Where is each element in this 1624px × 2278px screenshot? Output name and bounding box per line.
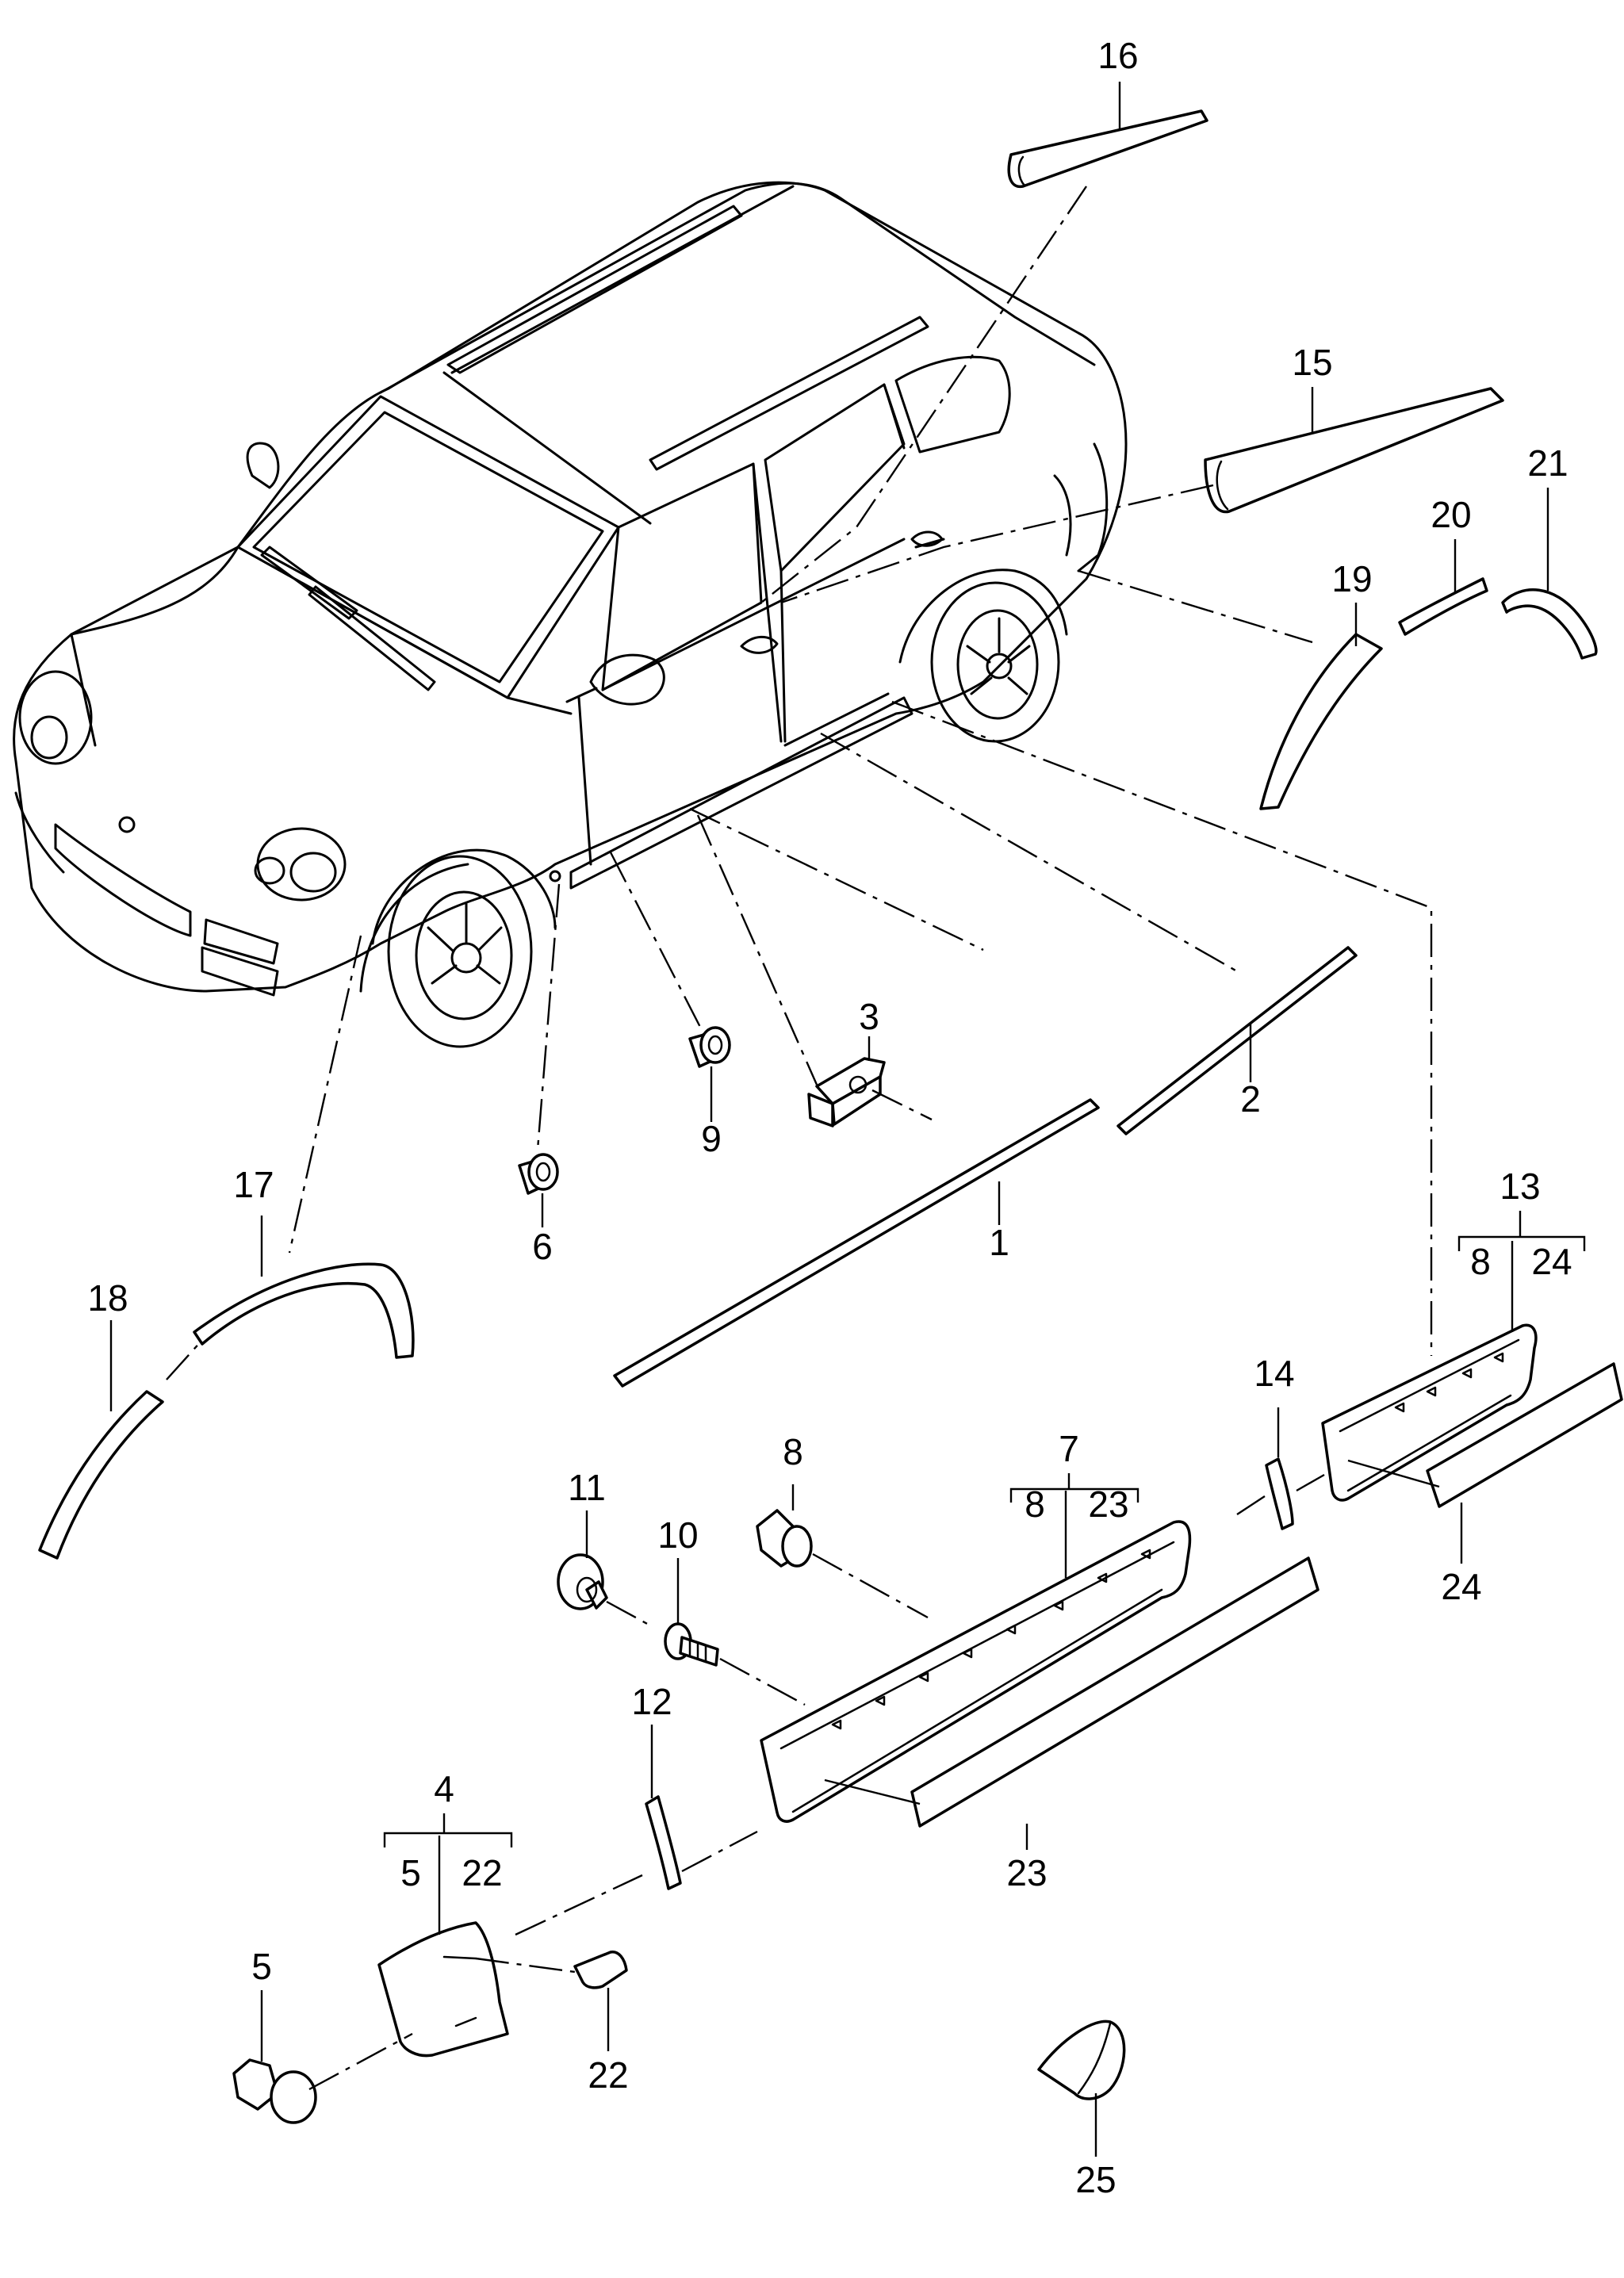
callout-11: 11 [568,1467,606,1508]
callout-16: 16 [1097,35,1138,76]
callout-6: 6 [532,1226,553,1267]
part-22-trim-piece [573,1951,628,1989]
part-6-grommet [518,1153,559,1195]
part-14-end-cap [1265,1457,1294,1530]
callout-13-8: 8 [1470,1241,1491,1282]
callout-9: 9 [701,1118,722,1159]
callout-5: 5 [251,1946,272,1987]
callout-21: 21 [1527,442,1568,484]
callout-24: 24 [1441,1566,1481,1607]
callout-10: 10 [657,1514,698,1556]
leader-lines [109,82,1586,2157]
part-3-clip [807,1057,886,1128]
part-23-trim-strip [910,1556,1320,1828]
callout-13-24: 24 [1531,1241,1572,1282]
part-7-front-door-panel [760,1520,1192,1823]
part-12-end-cap [645,1795,682,1890]
callout-23: 23 [1006,1852,1047,1893]
vehicle-illustration [13,181,1128,1048]
part-21-arch-end [1501,588,1598,660]
part-20-trim-piece [1398,577,1488,636]
part-16-trim-strip [1007,109,1208,188]
callout-7-23: 23 [1088,1484,1128,1525]
callout-numbers: 16 15 21 20 19 3 2 9 6 1 17 18 13 8 24 1… [87,35,1572,2200]
callout-4: 4 [434,1768,454,1809]
part-2-molding [1116,946,1358,1135]
callout-17: 17 [233,1164,274,1205]
callout-1: 1 [989,1222,1009,1263]
part-17-arch-trim [193,1262,415,1359]
part-10-screw [664,1622,719,1667]
callout-13: 13 [1500,1166,1540,1207]
callout-20: 20 [1431,494,1471,535]
callout-19: 19 [1331,558,1372,599]
callout-8: 8 [783,1431,803,1472]
part-1-molding [613,1098,1100,1388]
callout-25: 25 [1075,2159,1116,2200]
part-11-grommet [557,1553,608,1610]
callout-15: 15 [1292,342,1332,383]
callout-4-5: 5 [400,1852,421,1893]
callout-3: 3 [859,996,879,1037]
callout-14: 14 [1254,1353,1294,1394]
part-18-arch-trim [38,1390,164,1560]
callout-7: 7 [1059,1428,1079,1469]
part-5-clip [232,2058,317,2124]
part-13-rear-door-panel [1321,1323,1538,1502]
part-8-clip [756,1509,813,1568]
assembly-lines [166,186,1433,2091]
part-4-trim-panel [377,1921,509,2058]
part-19-arch-trim [1259,633,1383,810]
part-9-grommet [688,1026,731,1068]
callout-2: 2 [1240,1078,1261,1120]
callout-18: 18 [87,1277,128,1319]
callout-4-22: 22 [462,1852,502,1893]
part-24-trim-strip [1426,1362,1623,1508]
part-15-trim-strip [1204,387,1504,514]
callout-12: 12 [631,1681,672,1722]
callout-22: 22 [588,2054,628,2096]
part-25-tape-roll [1037,2020,1126,2100]
callout-7-8: 8 [1025,1484,1045,1525]
